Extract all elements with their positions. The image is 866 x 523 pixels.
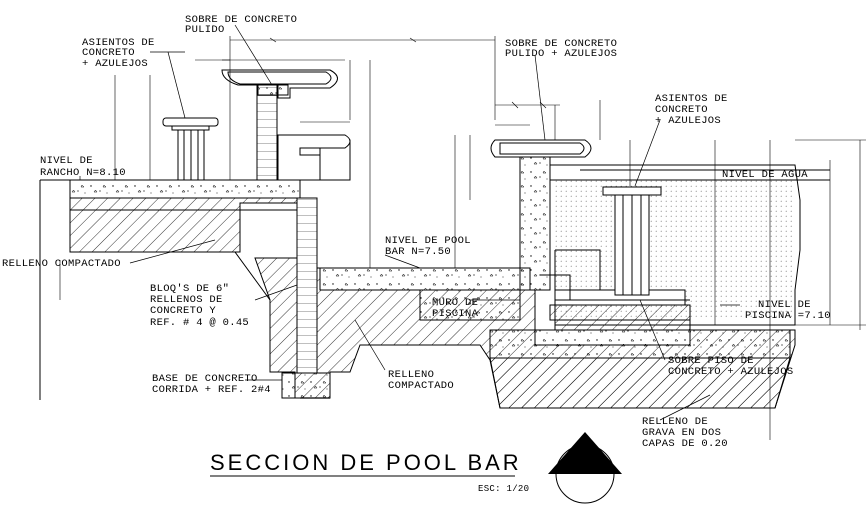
label-sobre-pulido-1: SOBRE DE CONCRETO (185, 14, 297, 26)
label-sobre-pulido-2: PULIDO (185, 24, 225, 36)
left-bar-column (256, 84, 278, 181)
label-relleno-grava-1: RELLENO DE (642, 416, 708, 428)
label-asientos-left-3: + AZULEJOS (82, 58, 148, 70)
label-relleno-left: RELLENO COMPACTADO (2, 258, 121, 270)
label-asientos-right-1: ASIENTOS DE (655, 93, 728, 105)
right-bar-column (519, 149, 551, 291)
label-asientos-left-2: CONCRETO (82, 47, 135, 59)
label-relleno-center-1: RELLENO (388, 369, 434, 381)
label-sobre-azulejos-1: SOBRE DE CONCRETO (505, 38, 617, 50)
label-relleno-center-2: COMPACTADO (388, 380, 454, 392)
label-muro-1: MURO DE (432, 297, 478, 309)
label-nivel-agua: NIVEL DE AGUA (722, 169, 808, 181)
pool-floor-slab (489, 329, 791, 359)
label-nivel-pool-2: BAR N=7.50 (385, 246, 451, 258)
drawing-title: SECCION DE POOL BAR (210, 450, 522, 475)
label-sobre-piso-2: CONCRETO + AZULEJOS (668, 366, 793, 378)
bar-counter-lower (277, 134, 351, 181)
label-blocks-2: RELLENOS DE (150, 294, 223, 306)
dimension-lines (114, 36, 866, 440)
label-asientos-right-3: + AZULEJOS (655, 115, 721, 127)
pool-bar-floor (319, 267, 531, 291)
stool-right (602, 186, 662, 296)
label-muro-2: PISCINA (432, 308, 479, 320)
scale-label: ESC: 1/20 (478, 484, 529, 494)
label-nivel-piscina-1: NIVEL DE (758, 299, 811, 311)
label-base-2: CORRIDA + REF. 2#4 (152, 384, 271, 396)
bar-top-right (490, 139, 592, 158)
stool-left (162, 117, 219, 181)
label-nivel-rancho-2: RANCHO N=8.10 (40, 167, 126, 179)
rancho-slab (69, 179, 301, 199)
label-base-1: BASE DE CONCRETO (152, 373, 258, 385)
pool-wall-base (419, 289, 521, 321)
dimension-ticks (222, 37, 547, 109)
block-wall (296, 197, 318, 374)
label-nivel-piscina-2: PISCINA =7.10 (745, 310, 831, 322)
label-nivel-pool-1: NIVEL DE POOL (385, 235, 471, 247)
label-blocks-1: BLOQ'S DE 6" (150, 283, 229, 295)
label-blocks-4: REF. # 4 @ 0.45 (150, 317, 249, 329)
label-asientos-right-2: CONCRETO (655, 104, 708, 116)
label-asientos-left-1: ASIENTOS DE (82, 37, 155, 49)
label-relleno-grava-3: CAPAS DE 0.20 (642, 438, 728, 450)
label-nivel-rancho-1: NIVEL DE (40, 155, 93, 167)
north-arrow-icon (548, 432, 622, 504)
label-sobre-azulejos-2: PULIDO + AZULEJOS (505, 48, 617, 60)
label-blocks-3: CONCRETO Y (150, 305, 216, 317)
label-relleno-grava-2: GRAVA EN DOS (642, 427, 721, 439)
label-sobre-piso-1: SOBRE PISO DE (668, 355, 754, 367)
leader-lines (79, 24, 740, 421)
base-footing (281, 372, 331, 399)
